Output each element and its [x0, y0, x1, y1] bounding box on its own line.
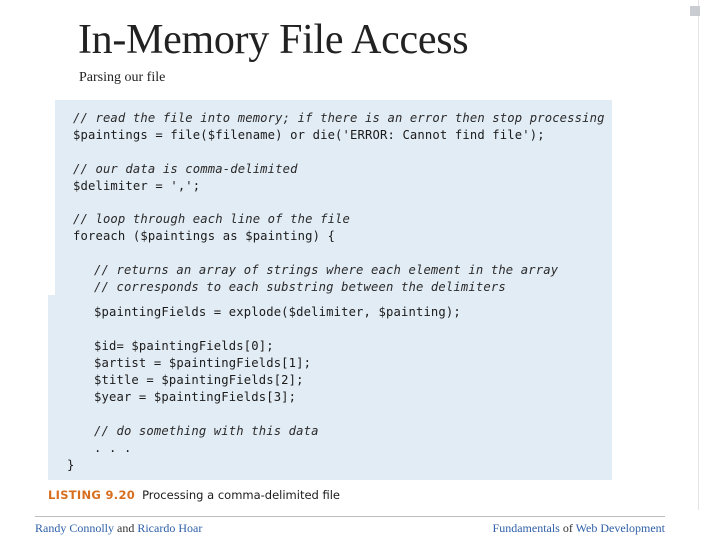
code-line-title: $title = $paintingFields[2]; — [94, 373, 304, 387]
code-line-comment-returns-array: // returns an array of strings where eac… — [94, 263, 559, 277]
listing-caption: LISTING 9.20 Processing a comma-delimited… — [48, 488, 340, 502]
footer-author-1[interactable]: Randy Connolly — [35, 521, 115, 535]
decorative-vertical-line — [698, 0, 699, 510]
slide-title: In-Memory File Access — [78, 17, 469, 63]
code-line-comment-loop: // loop through each line of the file — [73, 212, 351, 226]
code-line-comment-corresponds: // corresponds to each substring between… — [94, 280, 506, 294]
footer-author-2[interactable]: Ricardo Hoar — [137, 521, 203, 535]
code-line-delimiter: $delimiter = ','; — [73, 179, 201, 193]
listing-caption-number: LISTING 9.20 — [48, 488, 136, 502]
footer-authors: Randy Connolly and Ricardo Hoar — [35, 521, 202, 536]
code-line-explode: $paintingFields = explode($delimiter, $p… — [94, 305, 461, 319]
footer-book-of: of — [562, 521, 573, 535]
code-block-top — [55, 100, 612, 295]
code-line-artist: $artist = $paintingFields[1]; — [94, 356, 312, 370]
code-line-comment-read-file: // read the file into memory; if there i… — [73, 111, 605, 125]
footer-divider — [35, 516, 665, 517]
decorative-square — [690, 6, 700, 16]
footer-book-part-2[interactable]: Web Development — [575, 521, 665, 535]
footer-book-part-1[interactable]: Fundamentals — [492, 521, 560, 535]
footer-and: and — [117, 521, 135, 535]
code-line-year: $year = $paintingFields[3]; — [94, 390, 297, 404]
code-line-closing-brace: } — [67, 458, 75, 472]
code-line-ellipsis: . . . — [94, 441, 132, 455]
code-line-file-call: $paintings = file($filename) or die('ERR… — [73, 128, 545, 142]
code-line-foreach: foreach ($paintings as $painting) { — [73, 229, 336, 243]
slide-subtitle: Parsing our file — [79, 70, 166, 85]
listing-caption-text: Processing a comma-delimited file — [142, 488, 341, 502]
code-block-bottom — [48, 295, 612, 480]
code-line-comment-delimited: // our data is comma-delimited — [73, 162, 298, 176]
code-line-comment-do-something: // do something with this data — [94, 424, 319, 438]
code-line-id: $id= $paintingFields[0]; — [94, 339, 274, 353]
code-listing-figure: // read the file into memory; if there i… — [48, 100, 612, 510]
footer-book-title: Fundamentals of Web Development — [493, 521, 665, 536]
